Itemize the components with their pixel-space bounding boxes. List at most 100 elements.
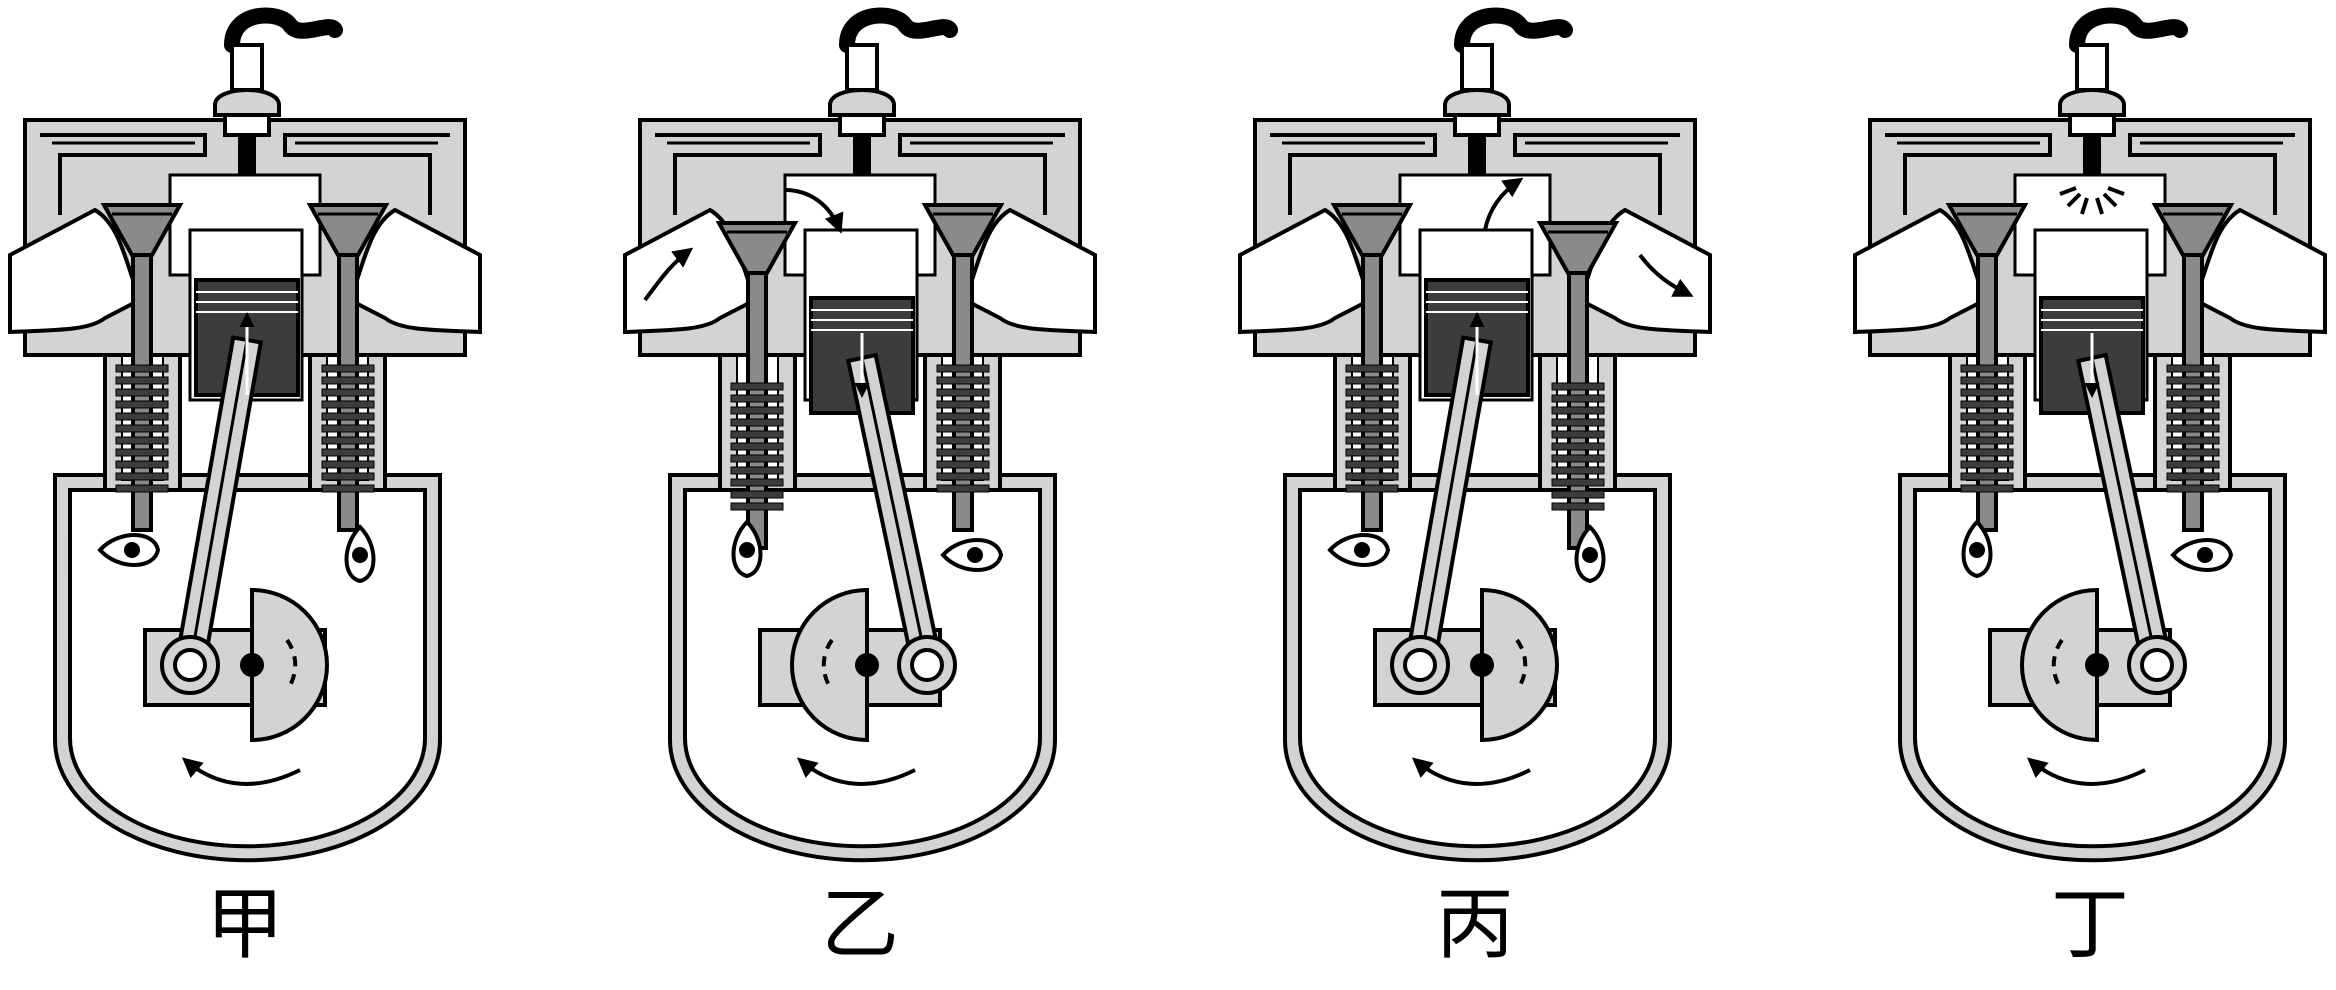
valve-spring-coil <box>1551 502 1605 511</box>
connecting-rod-centerline <box>2090 357 2159 666</box>
valve-head <box>715 221 799 275</box>
crank-dashed-path <box>285 638 298 692</box>
valve-spring-coil <box>936 424 990 433</box>
engine-label-1: 甲 <box>205 880 284 970</box>
crank-counterweight <box>790 587 869 743</box>
valve-spring-coil <box>2166 388 2220 397</box>
valve-spring-coil <box>730 454 784 463</box>
valve-head <box>1945 203 2029 257</box>
coolant-channel-right <box>898 133 1065 215</box>
valve-spring-coil <box>2166 436 2220 445</box>
engine-1 <box>8 7 482 863</box>
coolant-channel-left <box>655 133 822 215</box>
valve-spring-coil <box>1345 424 1399 433</box>
valve-spring-coil <box>936 376 990 385</box>
valve-spring-coil <box>2166 376 2220 385</box>
crank-rotation-arrow <box>181 757 301 786</box>
valve-spring-coil <box>321 484 375 493</box>
camshaft-axle <box>124 542 140 558</box>
camshaft-axle <box>967 547 983 563</box>
valve-spring-coil <box>1345 484 1399 493</box>
valve-spring-coil <box>321 436 375 445</box>
valve-spring-coil <box>321 388 375 397</box>
valve-spring-coil <box>730 394 784 403</box>
valve-spring-coil <box>321 448 375 457</box>
valve-intake <box>100 203 184 532</box>
valve-spring-coil <box>1551 478 1605 487</box>
camshaft-axle <box>739 542 755 558</box>
valve-head <box>1330 203 1414 257</box>
engine-label-2: 乙 <box>820 880 899 970</box>
valve-spring-coil <box>115 460 169 469</box>
valve-spring-coil <box>730 466 784 475</box>
spark-plug-body <box>1443 88 1511 117</box>
crankshaft-center <box>2085 653 2109 677</box>
valve-spring-coil <box>1960 460 2014 469</box>
chamber-flow-arrow <box>1483 177 1524 231</box>
valve-head <box>2151 203 2235 257</box>
valve-spring-coil <box>936 472 990 481</box>
valve-spring-coil <box>2166 364 2220 373</box>
crank-pin-inner <box>1403 648 1437 682</box>
engine-label-4: 丁 <box>2050 880 2129 970</box>
valve-spring-coil <box>1551 394 1605 403</box>
coolant-channel-right <box>283 133 450 215</box>
camshaft-axle <box>1582 547 1598 563</box>
valve-spring-coil <box>936 388 990 397</box>
valve-spring-coil <box>1960 448 2014 457</box>
valve-spring-coil <box>321 460 375 469</box>
valve-spring-coil <box>2166 412 2220 421</box>
spark-plug-insulator <box>1460 43 1494 92</box>
valve-spring-coil <box>936 460 990 469</box>
valve-spring-coil <box>2166 484 2220 493</box>
valve-spring-coil <box>730 502 784 511</box>
spark-plug-insulator <box>2075 43 2109 92</box>
valve-spring-coil <box>1345 472 1399 481</box>
valve-spring-coil <box>115 364 169 373</box>
spark-plug-tip <box>853 135 871 175</box>
valve-spring-coil <box>936 364 990 373</box>
valve-spring-coil <box>2166 448 2220 457</box>
valve-spring-coil <box>1960 388 2014 397</box>
valve-head <box>1536 221 1620 275</box>
spark-plug-body <box>828 88 896 117</box>
valve-spring-coil <box>1345 388 1399 397</box>
connecting-rod-centerline <box>188 339 249 666</box>
crank-dashed-path <box>1515 638 1528 692</box>
coolant-channel-right <box>1513 133 1680 215</box>
valve-head <box>921 203 1005 257</box>
connecting-rod-centerline <box>1418 339 1479 666</box>
valve-spring-coil <box>321 400 375 409</box>
valve-spring-coil <box>2166 400 2220 409</box>
crankshaft-center <box>1470 653 1494 677</box>
coolant-channel-right <box>2128 133 2295 215</box>
spark-ray <box>2059 186 2077 196</box>
valve-exhaust <box>1536 221 1620 550</box>
coolant-channel-left <box>1885 133 2052 215</box>
spark-ray <box>2102 192 2118 208</box>
crankshaft-center <box>240 653 264 677</box>
valve-spring-coil <box>1960 424 2014 433</box>
valve-spring-coil <box>2166 472 2220 481</box>
valve-spring-coil <box>115 388 169 397</box>
valve-head <box>100 203 184 257</box>
camshaft-axle <box>1354 542 1370 558</box>
valve-spring-coil <box>936 484 990 493</box>
valve-spring-coil <box>2166 424 2220 433</box>
valve-head <box>306 203 390 257</box>
spark-plug-body <box>2058 88 2126 117</box>
valve-spring-coil <box>1345 460 1399 469</box>
spark-plug-wire <box>224 7 343 53</box>
valve-spring-coil <box>936 412 990 421</box>
spark-plug-tip <box>238 135 256 175</box>
valve-spring-coil <box>115 436 169 445</box>
valve-spring-coil <box>321 364 375 373</box>
valve-spring-coil <box>1551 442 1605 451</box>
valve-spring-coil <box>321 424 375 433</box>
spark-ray <box>2066 192 2082 208</box>
spark-plug-wire <box>2069 7 2188 53</box>
valve-spring-coil <box>730 478 784 487</box>
valve-spring-coil <box>730 442 784 451</box>
camshaft-axle <box>352 547 368 563</box>
